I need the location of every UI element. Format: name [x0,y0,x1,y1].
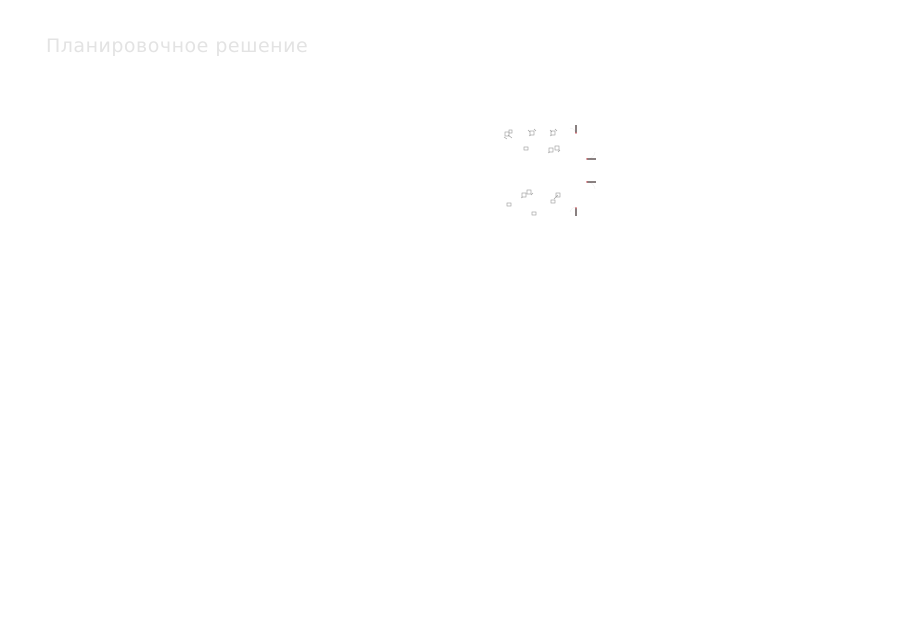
chair-cluster-icon [503,129,513,140]
door-swing-arc [569,206,577,213]
chair-cluster-icon [547,145,561,154]
door-accent [586,158,588,160]
furniture-group [503,128,561,216]
door-right-upper [586,151,596,160]
chair-icon [506,202,512,207]
door-bottom [569,206,577,216]
chair-cluster-icon [520,189,534,199]
chair-icon [531,211,537,216]
door-right-lower [586,181,596,190]
chair-cluster-icon [527,128,537,137]
chair-cluster-icon [550,192,561,204]
door-accent [586,181,588,183]
door-swing-arc [569,127,577,134]
chair-cluster-icon [549,128,558,137]
door-accent [575,132,577,134]
door-accent [575,207,577,209]
chair-icon [523,146,529,151]
page-title: Планировочное решение [46,35,309,57]
floor-plan-fragment [503,125,596,216]
door-top [569,125,577,134]
door-swing-arc [587,151,596,160]
door-swing-arc [587,181,596,190]
